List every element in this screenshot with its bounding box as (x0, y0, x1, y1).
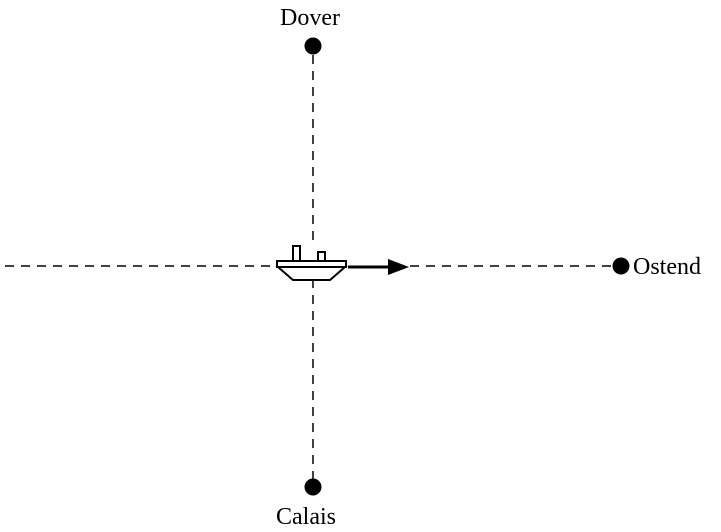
calais-dot (304, 478, 322, 496)
ostend-label: Ostend (633, 254, 701, 280)
ship-funnel-right (317, 251, 326, 262)
calais-label: Calais (276, 504, 336, 530)
dover-dot (304, 37, 322, 55)
ship-hull (275, 266, 348, 281)
ostend-dot (612, 257, 630, 275)
direction-arrow-head (388, 259, 409, 275)
ship-funnel-left (292, 245, 301, 262)
dover-label: Dover (280, 5, 340, 31)
ship-icon (275, 245, 348, 281)
